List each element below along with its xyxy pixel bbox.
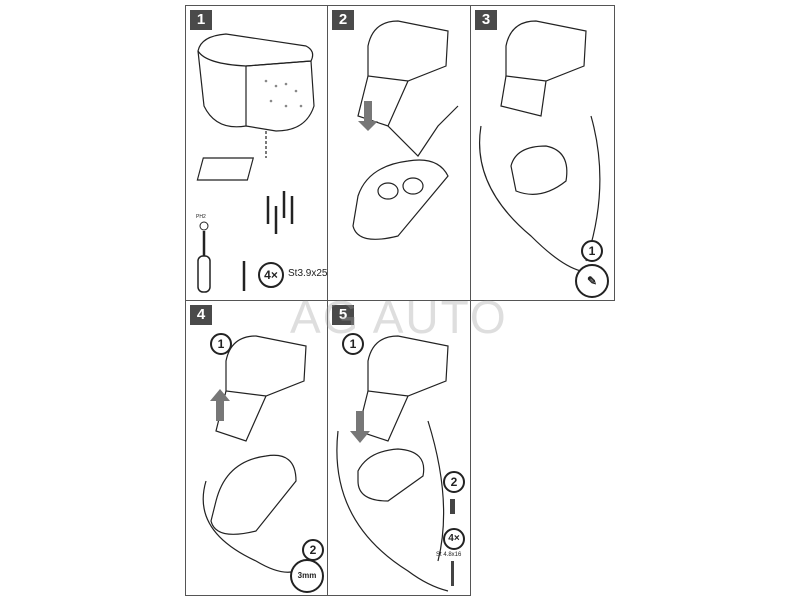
callout-1: 1 bbox=[210, 333, 232, 355]
armrest-fastening-illustration bbox=[336, 335, 455, 592]
armrest-adjustment-illustration bbox=[202, 335, 307, 573]
step-number: 5 bbox=[332, 305, 354, 325]
up-arrow-icon bbox=[210, 389, 230, 421]
clip-detail-icon: ✎ bbox=[575, 264, 609, 298]
watermark: AG AUTO bbox=[290, 291, 508, 343]
step-number: 2 bbox=[332, 10, 354, 30]
step-1-panel: 1 PH2 4× St3.9x25 bbox=[185, 5, 328, 301]
hex-key-size: 3mm bbox=[297, 571, 317, 580]
callout-2: 2 bbox=[443, 471, 465, 493]
armrest-insertion-illustration bbox=[352, 20, 459, 240]
step-5-panel: 5 1 2 4× St 4.8x16 bbox=[327, 300, 471, 596]
step-number: 3 bbox=[475, 10, 497, 30]
down-arrow-icon bbox=[358, 101, 378, 131]
hex-key-badge: 3mm bbox=[290, 559, 324, 593]
armrest-mounting-illustration bbox=[196, 33, 315, 293]
step-4-panel: 4 1 2 3mm bbox=[185, 300, 328, 596]
screw-spec: St3.9x25 bbox=[288, 268, 328, 279]
screwdriver-label: PH2 bbox=[196, 214, 206, 220]
quantity-badge: 4× bbox=[443, 528, 465, 550]
quantity-badge: 4× bbox=[258, 262, 284, 288]
step-number: 4 bbox=[190, 305, 212, 325]
screwdriver-icon bbox=[450, 499, 455, 514]
down-arrow-icon bbox=[350, 411, 370, 443]
step-2-panel: 2 bbox=[327, 5, 471, 301]
step-3-panel: 3 1 ✎ bbox=[470, 5, 615, 301]
callout-2: 2 bbox=[302, 539, 324, 561]
callout-1: 1 bbox=[342, 333, 364, 355]
screw-spec: St 4.8x16 bbox=[436, 552, 462, 558]
screwdriver-icon bbox=[197, 255, 211, 293]
step-number: 1 bbox=[190, 10, 212, 30]
callout-1: 1 bbox=[581, 240, 603, 262]
